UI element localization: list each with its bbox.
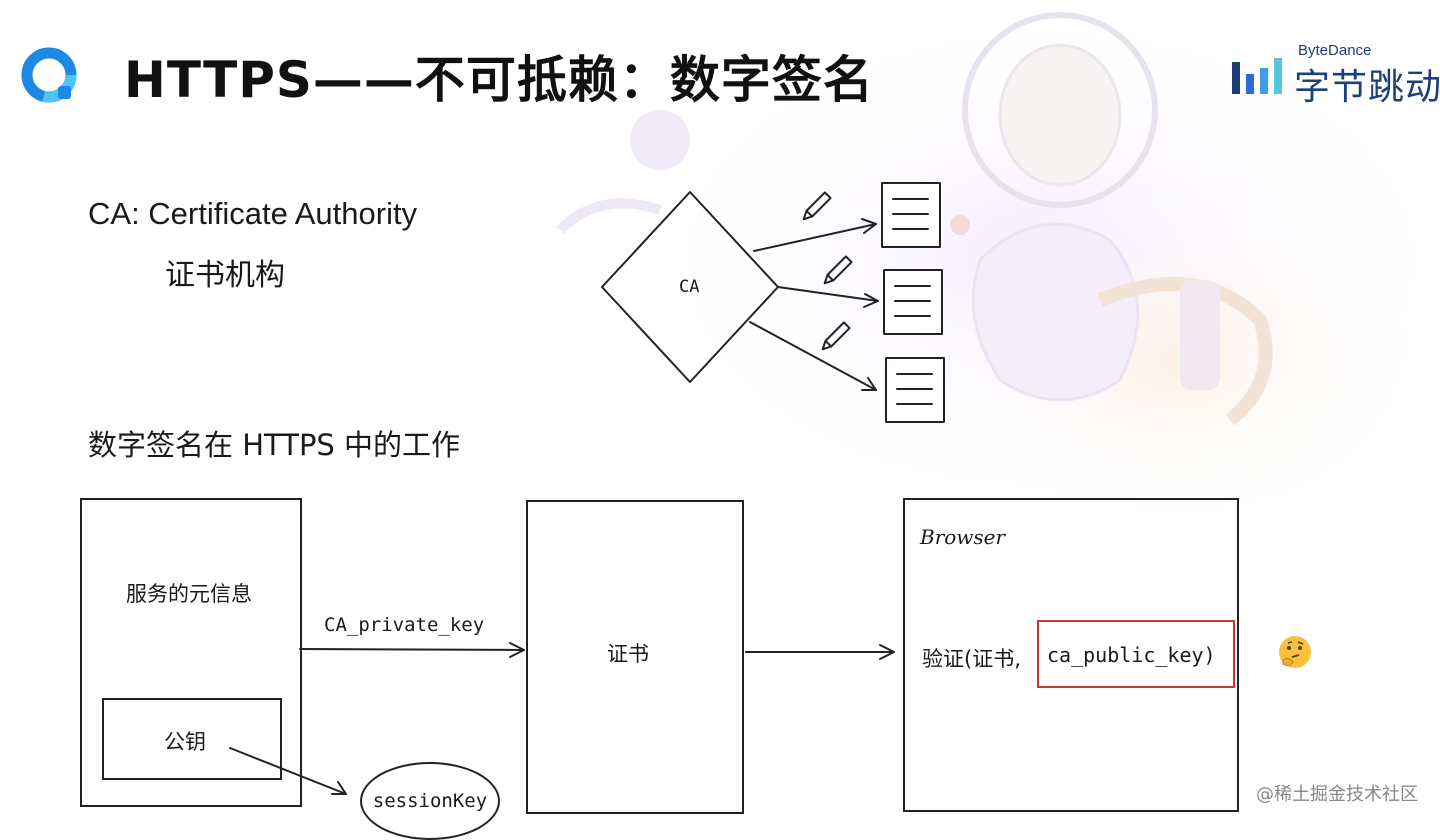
watermark: @稀土掘金技术社区 <box>1256 784 1418 805</box>
flow-arrows <box>229 642 895 795</box>
certificate-label: 证书 <box>607 642 649 666</box>
q-ring-logo-icon <box>21 47 77 103</box>
certificate-doc-icon <box>881 182 941 248</box>
certificate-box <box>526 500 744 814</box>
server-box <box>80 498 302 807</box>
sign-arrow-3 <box>749 321 877 391</box>
pen-icon <box>802 191 832 221</box>
ca-signing-diagram <box>601 182 945 423</box>
page-title: HTTPS——不可抵赖：数字签名 <box>124 51 874 109</box>
browser-box <box>903 498 1239 812</box>
public-key-box <box>102 698 282 780</box>
verify-prefix: 验证(证书, <box>922 647 1021 671</box>
pubkey-to-session-arrow <box>229 747 347 795</box>
brand-name-en: ByteDance <box>1298 42 1372 59</box>
sign-arrow-2 <box>777 286 879 302</box>
ca-diamond <box>601 191 779 383</box>
section-heading: 数字签名在 HTTPS 中的工作 <box>88 428 461 462</box>
brand-name-zh: 字节跳动 <box>1294 67 1440 108</box>
ca-private-key-label: CA_private_key <box>324 614 485 636</box>
ca-public-key-highlight <box>1037 620 1235 688</box>
certificate-doc-icon <box>885 357 945 423</box>
session-key-label: sessionKey <box>372 790 488 812</box>
ca-chinese-name: 证书机构 <box>165 258 285 293</box>
ca-center-label: CA <box>679 277 700 297</box>
bytedance-logo: ByteDance 字节跳动 <box>1228 40 1440 110</box>
browser-label: Browser <box>920 525 1006 549</box>
pen-icon <box>823 255 853 285</box>
thinking-face-icon <box>1279 636 1311 668</box>
public-key-label: 公钥 <box>164 730 206 754</box>
server-meta-label: 服务的元信息 <box>126 582 252 606</box>
pen-icon <box>821 321 851 351</box>
ca-definition: CA: Certificate Authority <box>88 196 418 231</box>
private-key-arrow <box>299 648 525 651</box>
sign-arrow-1 <box>753 223 877 252</box>
certificate-doc-icon <box>883 269 943 335</box>
bytedance-bars-icon <box>1232 58 1282 94</box>
ca-public-key-label: ca_public_key) <box>1047 643 1216 667</box>
